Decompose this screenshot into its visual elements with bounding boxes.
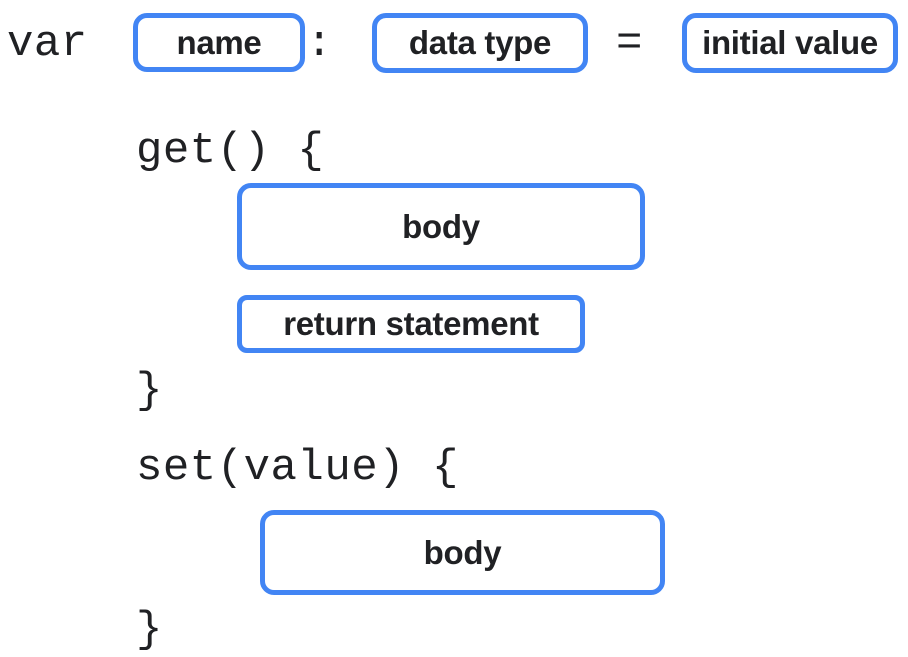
return-statement-placeholder-label: return statement <box>283 305 539 342</box>
name-placeholder-box: name <box>133 13 305 72</box>
setter-body-placeholder-label: body <box>423 533 502 571</box>
getter-body-placeholder-box: body <box>237 183 645 270</box>
data-type-placeholder-box: data type <box>372 13 588 73</box>
setter-body-placeholder-box: body <box>260 510 665 595</box>
colon-separator: : <box>306 19 333 69</box>
setter-closing-brace: } <box>136 605 163 655</box>
getter-body-placeholder-label: body <box>402 207 480 245</box>
name-placeholder-label: name <box>176 23 262 61</box>
initial-value-placeholder-box: initial value <box>682 13 898 73</box>
data-type-placeholder-label: data type <box>408 24 552 61</box>
var-keyword: var <box>7 19 88 69</box>
setter-signature: set(value) { <box>136 443 459 493</box>
equals-sign: = <box>616 19 643 69</box>
initial-value-placeholder-label: initial value <box>702 24 878 61</box>
return-statement-placeholder-box: return statement <box>237 295 585 353</box>
getter-closing-brace: } <box>136 366 163 416</box>
getter-signature: get() { <box>136 126 325 176</box>
